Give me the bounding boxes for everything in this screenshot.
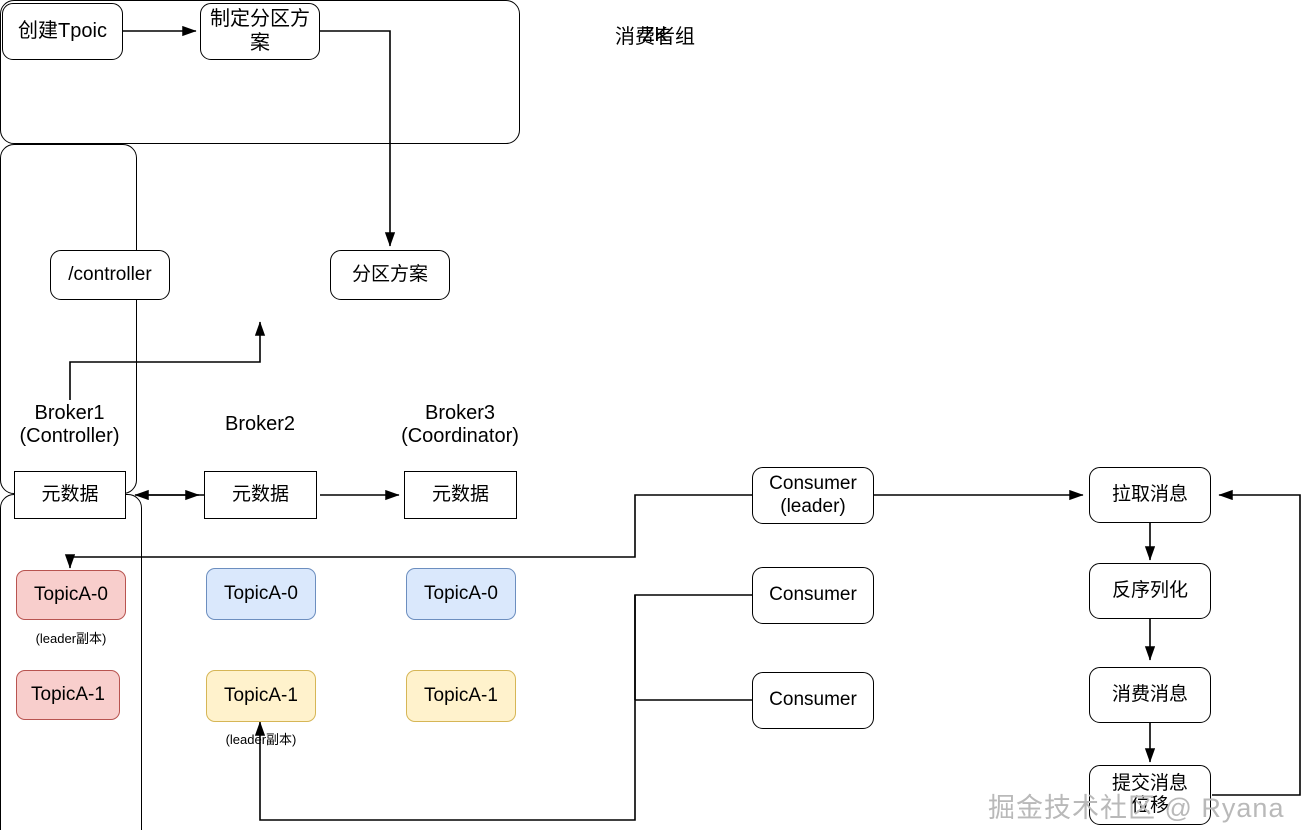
create-topic-box[interactable]: 创建Tpoic [2,3,123,60]
broker-1-name: Broker1 [34,402,105,425]
step-consume-message[interactable]: 消费消息 [1089,667,1211,723]
wire-consumer2-link [634,594,752,700]
step-commit-offset[interactable]: 提交消息 位移 [1089,765,1211,825]
broker-2-metadata[interactable]: 元数据 [204,471,317,519]
wire-commit-to-pull [1212,489,1301,796]
consumer-leader-box[interactable]: Consumer (leader) [752,467,874,524]
broker-1-partition-topica-0-caption: (leader副本) [35,631,107,646]
step-deserialize[interactable]: 反序列化 [1089,563,1211,619]
broker-3-partition-topica-0[interactable]: TopicA-0 [406,568,516,620]
zk-node-controller[interactable]: /controller [50,250,170,300]
broker-2-partition-topica-1-caption: (leader副本) [225,732,297,747]
consumer-box-2[interactable]: Consumer [752,567,874,624]
broker-1-partition-topica-0[interactable]: TopicA-0 [16,570,126,620]
broker-3-partition-topica-1[interactable]: TopicA-1 [406,670,516,722]
broker-2-partition-topica-0[interactable]: TopicA-0 [206,568,316,620]
step-commit-offset-line1: 提交消息 [1111,772,1188,794]
broker-3-role: (Coordinator) [401,425,519,448]
broker-3-name: Broker3 [424,402,496,425]
broker-2-container [0,494,142,830]
consumer-leader-label: Consumer [769,473,857,495]
broker-1-partition-topica-1[interactable]: TopicA-1 [16,670,120,720]
watermark: 掘金技术社区 @ Ryana [988,793,1285,823]
consumer-leader-role: (leader) [780,495,846,517]
zk-title: ZK [642,24,668,46]
zk-node-partition-plan[interactable]: 分区方案 [330,250,450,300]
broker-1-role: (Controller) [19,425,120,448]
step-commit-offset-line2: 位移 [1130,795,1169,816]
zk-container: ZK [0,0,668,144]
partition-plan-box[interactable]: 制定分区方案 [200,3,320,60]
broker-1-metadata[interactable]: 元数据 [14,471,126,519]
broker-3-metadata[interactable]: 元数据 [404,471,517,519]
broker-2-name: Broker2 [224,413,296,436]
consumer-box-3[interactable]: Consumer [752,672,874,729]
broker-2-partition-topica-1[interactable]: TopicA-1 [206,670,316,722]
consumer-group-title: 消费者组 [615,26,695,48]
step-pull-message[interactable]: 拉取消息 [1089,467,1211,523]
